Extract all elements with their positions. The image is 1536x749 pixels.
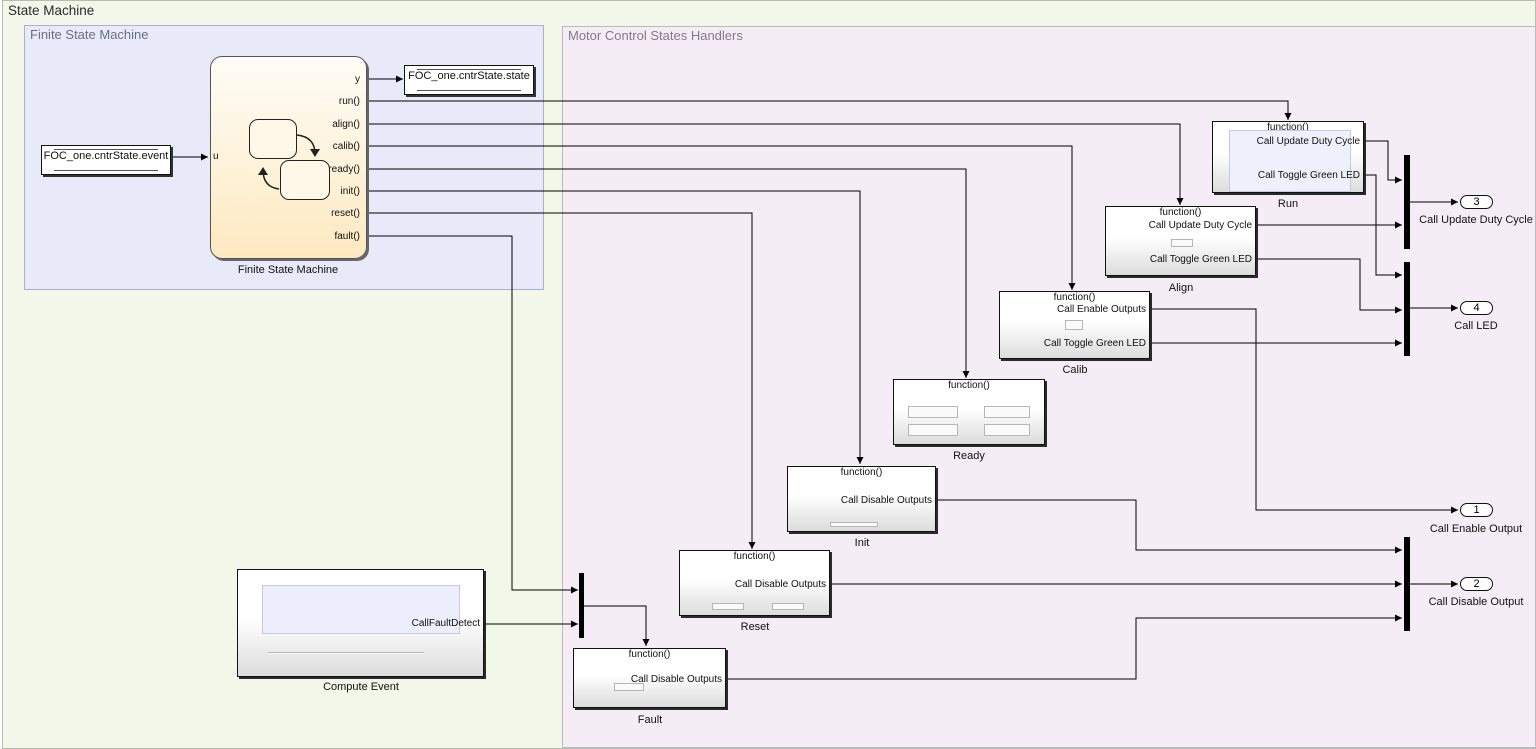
outport-4-label: Call LED: [1454, 320, 1498, 332]
outport-2[interactable]: 2: [1460, 577, 1493, 591]
fault-preview: [614, 683, 644, 691]
run-port-led: Call Toggle Green LED: [1257, 170, 1360, 181]
wire-init-disable: [936, 499, 1402, 554]
compute-event-preview-line: [268, 652, 424, 654]
state-icon-b: [280, 160, 330, 200]
reset-port-disable: Call Disable Outputs: [734, 579, 826, 590]
ready-preview-a: [908, 406, 958, 418]
reset-preview-a: [712, 603, 744, 610]
reset-subsystem[interactable]: function() Call Disable Outputs: [679, 550, 830, 616]
ready-preview-b: [984, 406, 1030, 418]
init-port-disable: Call Disable Outputs: [840, 495, 932, 506]
wire-align-led: [1256, 258, 1402, 314]
chart-out-fault: fault(): [334, 231, 360, 242]
align-port-duty: Call Update Duty Cycle: [1148, 220, 1252, 231]
state-machine-area-title: State Machine: [8, 3, 95, 18]
init-subsystem[interactable]: function() Call Disable Outputs: [787, 466, 936, 532]
compute-event-subsystem[interactable]: CallFaultDetect: [237, 569, 484, 677]
reset-name: Reset: [740, 621, 770, 633]
chart-out-ready: ready(): [328, 164, 360, 175]
align-preview: [1171, 239, 1193, 247]
wire-run: [366, 100, 1292, 120]
fault-subsystem[interactable]: function() Call Disable Outputs: [573, 648, 726, 708]
calib-port-enable: Call Enable Outputs: [1057, 304, 1146, 315]
state-icon-a: [249, 119, 297, 159]
chart-out-align: align(): [332, 119, 360, 130]
align-function-label: function(): [1159, 207, 1202, 218]
wire-init: [366, 190, 864, 464]
outport-1-label: Call Enable Output: [1429, 523, 1523, 535]
calib-name: Calib: [1062, 364, 1088, 376]
fault-mux[interactable]: [579, 573, 584, 638]
run-port-duty: Call Update Duty Cycle: [1256, 136, 1360, 147]
run-preview: [1229, 130, 1351, 192]
ready-function-label: function(): [948, 380, 990, 391]
fault-function-label: function(): [628, 649, 671, 660]
fault-port-disable: Call Disable Outputs: [630, 674, 722, 685]
ready-subsystem[interactable]: function(): [893, 379, 1045, 445]
ready-preview-c: [908, 424, 958, 436]
compute-port-faultdetect: CallFaultDetect: [411, 618, 480, 629]
fault-name: Fault: [637, 714, 663, 726]
calib-function-label: function(): [1053, 292, 1096, 303]
chart-out-y: y: [355, 74, 360, 85]
led-mux[interactable]: [1404, 262, 1410, 356]
reset-function-label: function(): [733, 551, 776, 562]
ready-name: Ready: [953, 450, 985, 462]
outport-1[interactable]: 1: [1460, 503, 1493, 517]
wire-run-duty: [1364, 140, 1402, 184]
run-subsystem[interactable]: function() Call Update Duty Cycle Call T…: [1212, 121, 1364, 193]
run-function-label: function(): [1267, 122, 1309, 133]
calib-subsystem[interactable]: function() Call Enable Outputs Call Togg…: [999, 291, 1150, 359]
handlers-area-title: Motor Control States Handlers: [568, 28, 743, 43]
transition-arrows-icon: [258, 134, 320, 190]
chart-out-run: run(): [338, 96, 360, 107]
event-constant-label: FOC_one.cntrState.event: [43, 150, 169, 162]
outport-4[interactable]: 4: [1460, 301, 1493, 315]
outport-3[interactable]: 3: [1460, 195, 1493, 209]
align-port-led: Call Toggle Green LED: [1149, 254, 1252, 265]
chart-name: Finite State Machine: [237, 264, 339, 276]
compute-event-name: Compute Event: [323, 681, 399, 693]
wire-mux-to-fault: [584, 605, 650, 646]
chart-out-init: init(): [340, 186, 360, 197]
init-preview: [830, 522, 878, 527]
align-subsystem[interactable]: function() Call Update Duty Cycle Call T…: [1105, 206, 1256, 276]
chart-out-reset: reset(): [331, 208, 360, 219]
wire-fault-disable: [726, 614, 1402, 680]
wire-ready: [366, 168, 970, 378]
duty-cycle-mux[interactable]: [1404, 155, 1410, 249]
calib-preview: [1065, 320, 1083, 330]
state-constant-block[interactable]: FOC_one.cntrState.state: [404, 65, 534, 95]
state-constant-label: FOC_one.cntrState.state: [408, 70, 530, 82]
ready-preview-d: [984, 424, 1030, 436]
chart-in-u: u: [213, 151, 219, 162]
reset-preview-b: [772, 603, 804, 610]
disable-mux[interactable]: [1404, 537, 1410, 631]
init-name: Init: [854, 537, 870, 549]
calib-port-led: Call Toggle Green LED: [1043, 338, 1146, 349]
finite-state-machine-chart[interactable]: y run() align() calib() ready() init() r…: [210, 56, 367, 259]
compute-event-preview: [262, 585, 460, 634]
fsm-area-title: Finite State Machine: [30, 27, 149, 42]
align-name: Align: [1168, 282, 1194, 294]
init-function-label: function(): [840, 467, 883, 478]
wire-calib: [366, 145, 1076, 290]
chart-out-calib: calib(): [332, 141, 360, 152]
outport-3-label: Call Update Duty Cycle: [1419, 214, 1533, 226]
wire-fault: [366, 235, 578, 594]
event-constant-block[interactable]: FOC_one.cntrState.event: [41, 145, 171, 175]
wire-calib-enable: [1150, 308, 1458, 514]
run-name: Run: [1277, 198, 1299, 210]
wire-align: [366, 123, 1184, 205]
outport-2-label: Call Disable Output: [1428, 596, 1524, 608]
wire-reset: [366, 212, 756, 549]
